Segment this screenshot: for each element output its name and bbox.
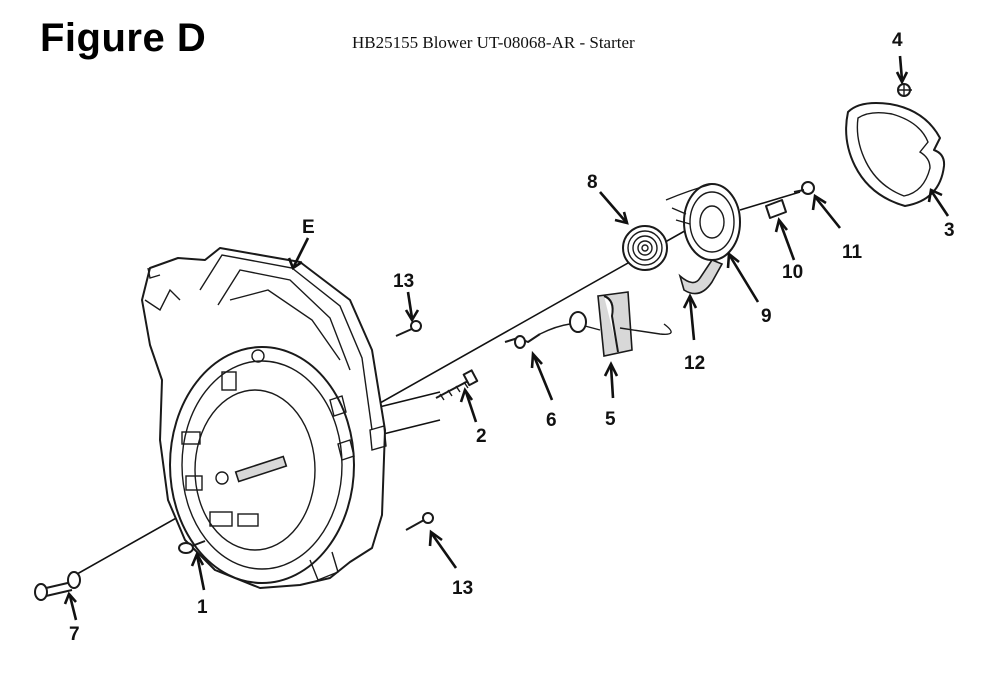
callout-5: 5 — [605, 409, 616, 430]
callout-6: 6 — [546, 410, 557, 431]
pulley-9 — [665, 183, 741, 261]
diagram-title: HB25155 Blower UT-08068-AR - Starter — [352, 33, 635, 52]
callout-13-lower: 13 — [452, 578, 473, 599]
gasket-3 — [845, 102, 946, 207]
callout-11: 11 — [842, 242, 863, 263]
rope-guide-12 — [678, 259, 724, 295]
callout-e: E — [302, 217, 315, 238]
pawl-10 — [765, 199, 787, 219]
bolt-7 — [34, 571, 81, 601]
callout-7: 7 — [69, 624, 80, 645]
screw-4 — [897, 83, 912, 97]
callout-2: 2 — [476, 426, 487, 447]
callout-13-upper: 13 — [393, 271, 414, 292]
callout-9: 9 — [761, 306, 772, 327]
screw-13-lower — [405, 512, 434, 531]
callout-8: 8 — [587, 172, 598, 193]
callout-1: 1 — [197, 597, 208, 618]
blower-housing — [141, 247, 387, 589]
rope-6 — [504, 323, 571, 349]
callout-12: 12 — [684, 353, 705, 374]
callout-3: 3 — [944, 220, 955, 241]
screw-2 — [435, 369, 479, 401]
handle-5 — [569, 291, 672, 357]
leader-lines — [63, 55, 950, 621]
figure-heading: Figure D — [40, 16, 207, 60]
screw-11 — [793, 181, 815, 195]
screw-1 — [178, 540, 206, 554]
callout-labels: 1 2 3 4 5 6 7 8 9 10 11 12 13 13 E — [69, 30, 955, 645]
callout-4: 4 — [892, 30, 903, 51]
callout-10: 10 — [782, 262, 803, 283]
spring-8 — [622, 225, 668, 271]
screw-13-upper — [395, 320, 422, 337]
